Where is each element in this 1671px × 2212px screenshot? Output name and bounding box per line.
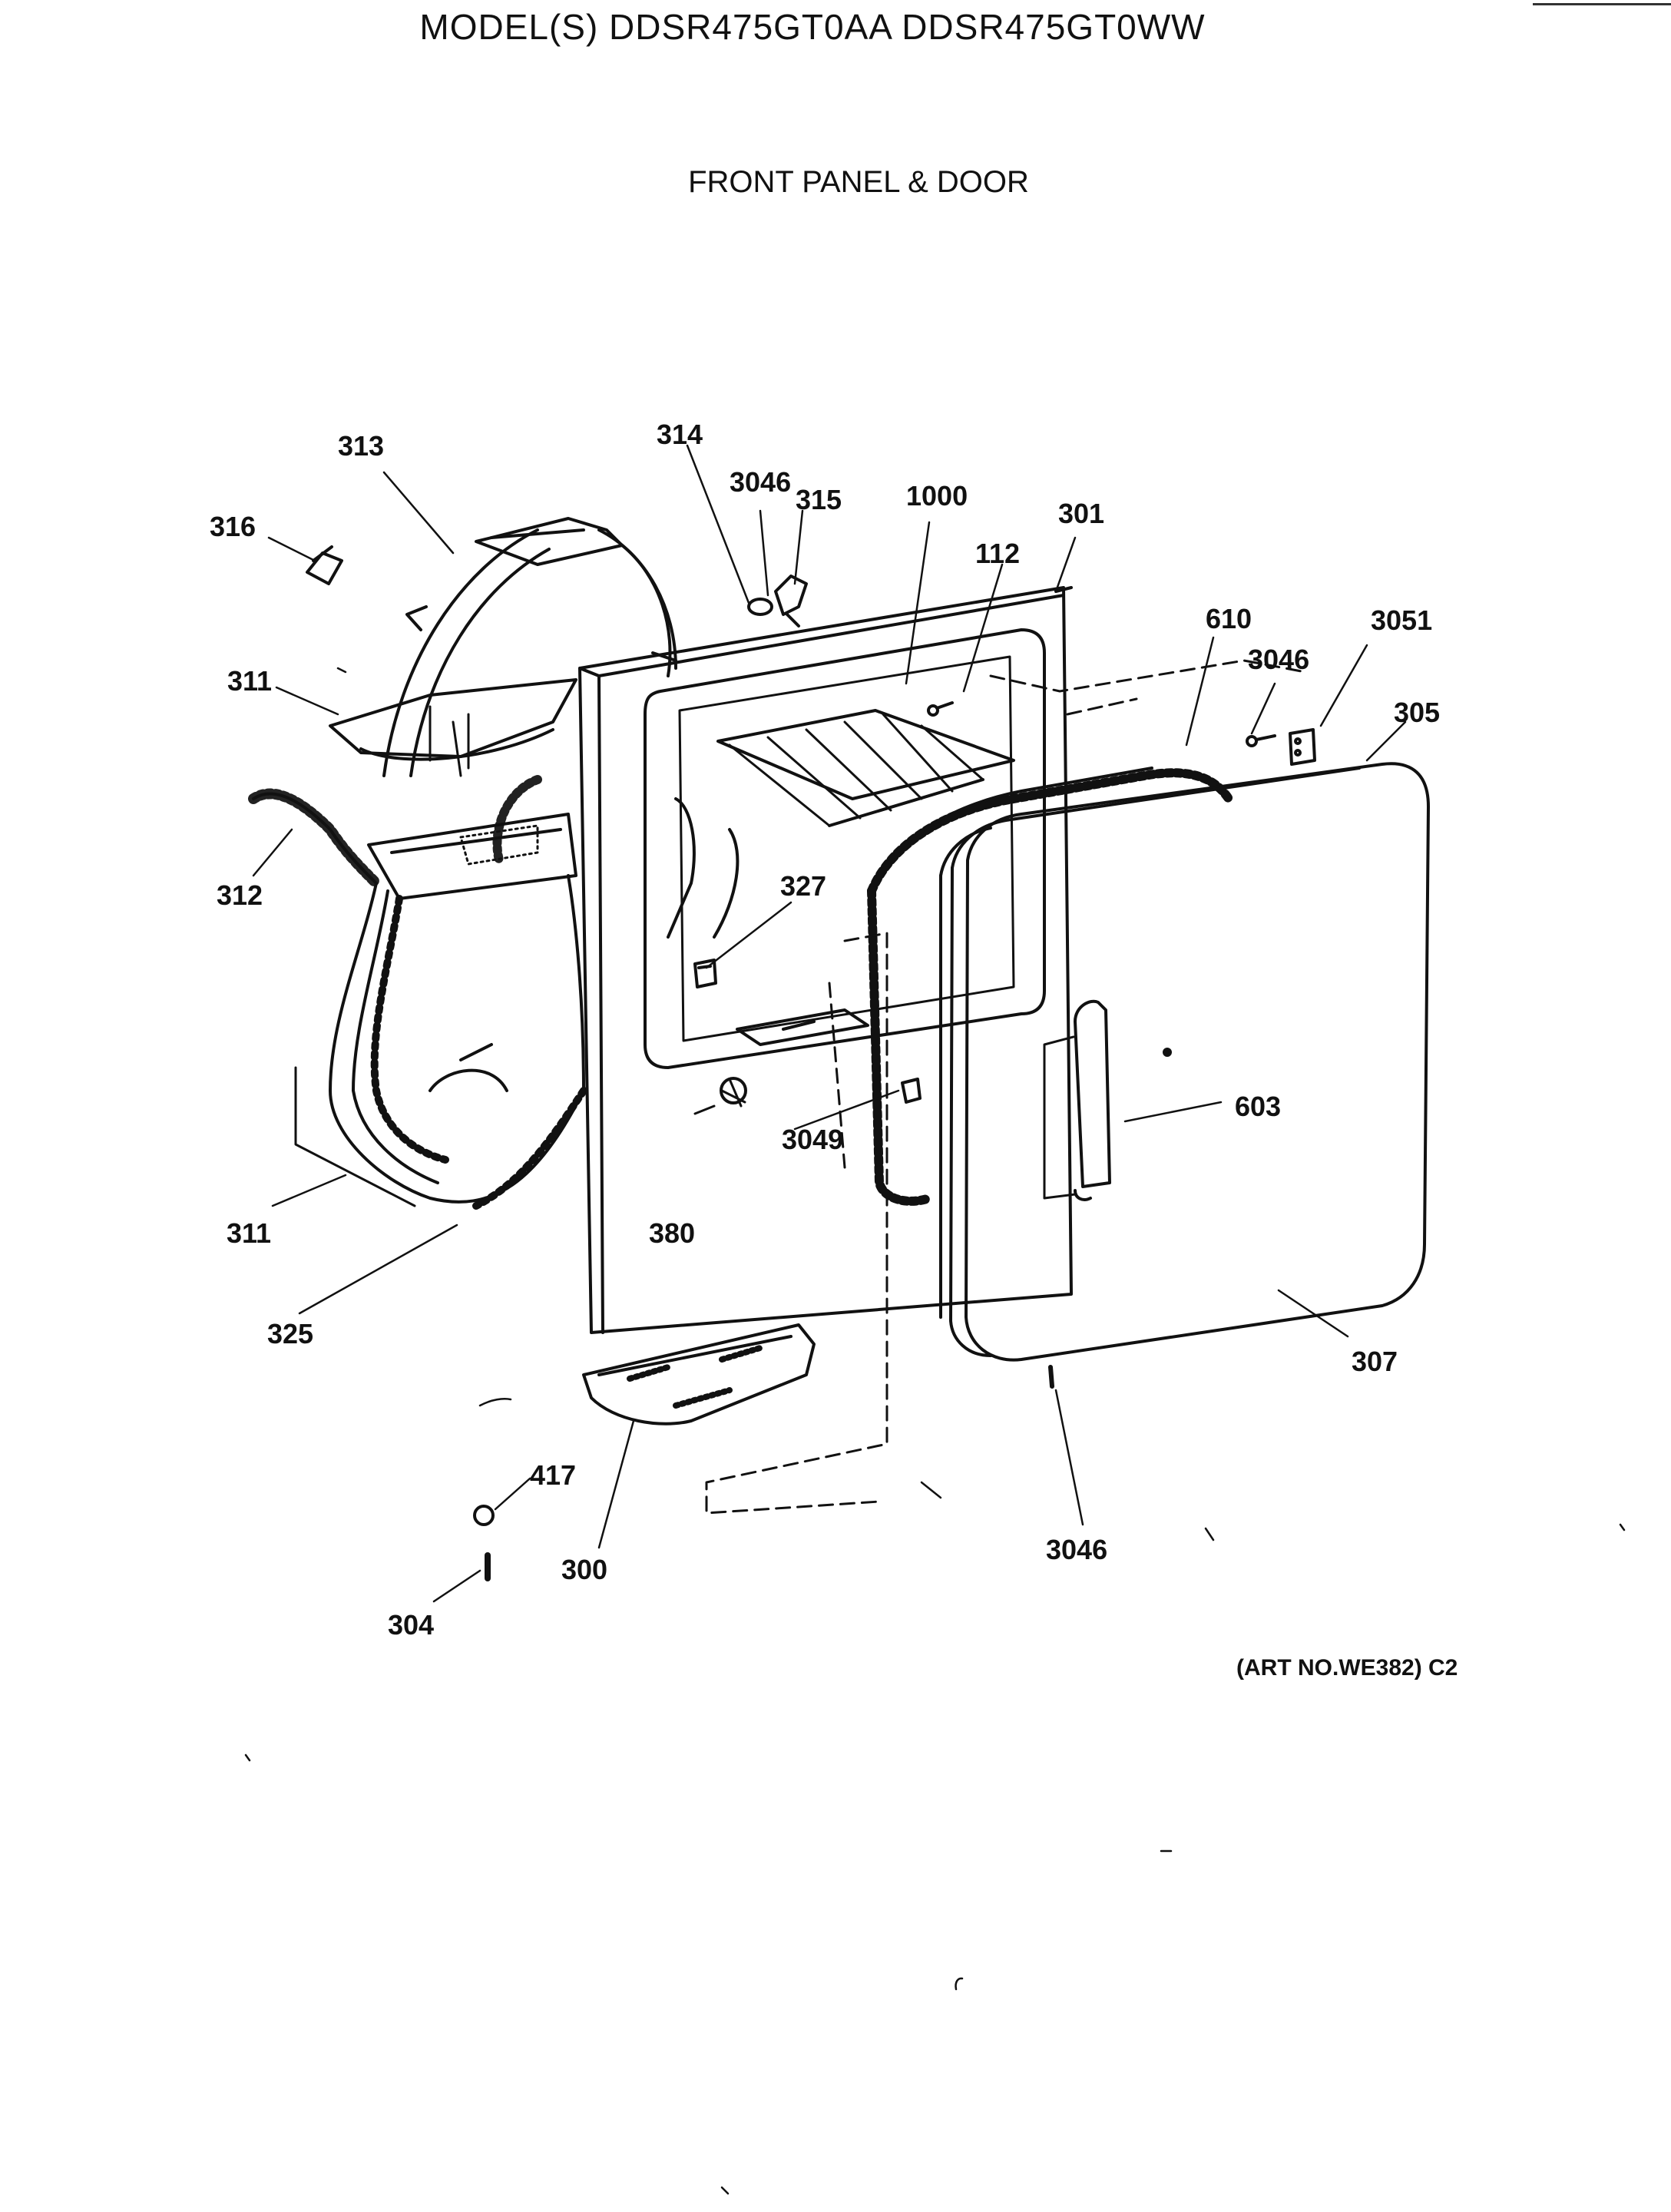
top-edge-rule xyxy=(1533,3,1671,5)
part-300-lint-housing xyxy=(582,1323,816,1426)
part-3051-bracket xyxy=(1289,728,1316,766)
section-title: FRONT PANEL & DOOR xyxy=(688,165,1029,199)
callout-1000: 1000 xyxy=(906,480,968,512)
assembly-dashed-lines xyxy=(705,659,1307,1515)
leader-lines xyxy=(252,444,1407,1603)
callout-305: 305 xyxy=(1394,697,1441,728)
callout-314: 314 xyxy=(657,419,703,450)
part-3046-right-screw xyxy=(1246,734,1276,747)
part-1000-rack xyxy=(716,709,1015,827)
callout-311-bottom: 311 xyxy=(227,1217,272,1249)
part-305-307-door xyxy=(939,762,1430,1362)
model-title: MODEL(S) DDSR475GT0AA DDSR475GT0WW xyxy=(419,7,1206,47)
callout-304: 304 xyxy=(388,1609,435,1641)
part-311-bulkhead xyxy=(294,813,587,1210)
callout-300: 300 xyxy=(561,1554,608,1585)
callout-3051: 3051 xyxy=(1371,604,1433,636)
callout-3046-bottom: 3046 xyxy=(1046,1534,1108,1565)
callout-3046-right: 3046 xyxy=(1248,644,1310,675)
callout-311-top: 311 xyxy=(227,665,273,697)
callout-610: 610 xyxy=(1206,603,1252,634)
part-312-seal xyxy=(248,775,542,889)
part-417-nut xyxy=(473,1505,495,1526)
callout-301: 301 xyxy=(1058,498,1105,529)
art-number: (ART NO.WE382) C2 xyxy=(1236,1655,1458,1681)
callout-380: 380 xyxy=(649,1217,696,1249)
part-314-315-hinge xyxy=(747,575,808,628)
part-316-strip xyxy=(306,545,343,585)
callout-315: 315 xyxy=(796,484,842,515)
part-3049-strike xyxy=(901,1078,922,1104)
callout-603: 603 xyxy=(1235,1091,1282,1122)
callout-112: 112 xyxy=(975,538,1021,569)
scan-marks xyxy=(244,667,1626,2195)
callout-325: 325 xyxy=(267,1318,314,1349)
callout-3049: 3049 xyxy=(782,1124,844,1155)
callout-3046-top: 3046 xyxy=(730,466,792,498)
part-301-front-panel xyxy=(578,586,1073,1334)
part-3046-bottom-screw xyxy=(1048,1365,1054,1389)
part-610-door-gasket xyxy=(867,767,1233,1206)
part-313-top-frame xyxy=(329,517,677,777)
part-112-screw xyxy=(927,701,954,717)
callout-312: 312 xyxy=(217,879,263,911)
callout-316: 316 xyxy=(210,511,256,542)
callout-327: 327 xyxy=(780,870,827,902)
callout-417: 417 xyxy=(530,1459,577,1491)
part-380-knob xyxy=(693,1077,747,1115)
callout-307: 307 xyxy=(1352,1346,1398,1377)
callout-313: 313 xyxy=(338,430,385,462)
